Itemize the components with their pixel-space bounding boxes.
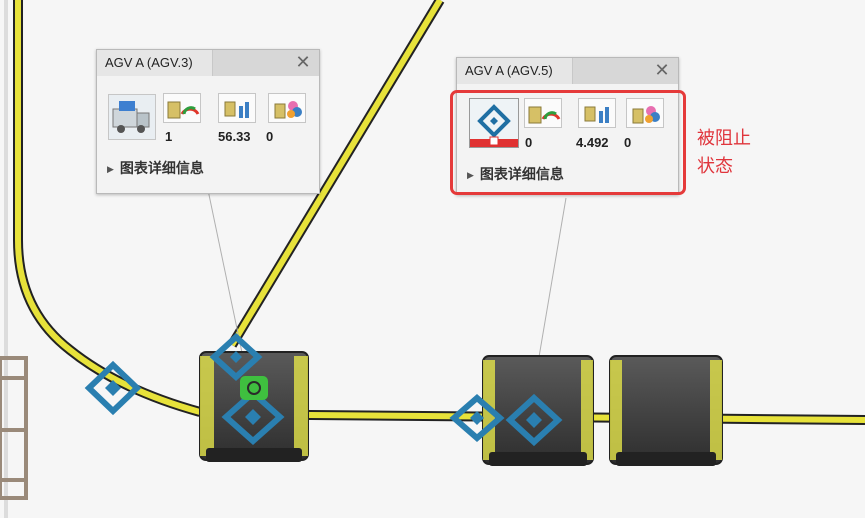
blocked-state-highlight: [450, 90, 686, 195]
details-label: 图表详细信息: [119, 160, 204, 176]
metric-value: 56.33: [218, 129, 251, 144]
factory-stats-icon[interactable]: [578, 98, 616, 128]
agv-vehicle-agv3[interactable]: [199, 351, 309, 462]
metric-value: 0: [266, 129, 274, 144]
agv-vehicle-3[interactable]: [609, 355, 723, 466]
details-label: 图表详细信息: [479, 166, 564, 182]
waypoint-marker-icon[interactable]: [221, 388, 285, 446]
station-marker-icon[interactable]: [240, 376, 268, 400]
metric-value: 4.492: [576, 135, 609, 150]
battery-gauge-icon[interactable]: [524, 98, 562, 128]
factory-stats-icon[interactable]: [218, 93, 256, 123]
chevron-right-icon: ▶: [467, 170, 474, 180]
agv-truck-icon[interactable]: [108, 94, 156, 140]
panel-title: AGV A (AGV.3): [97, 50, 213, 76]
color-flags-icon[interactable]: [268, 93, 306, 123]
waypoint-marker-icon[interactable]: [84, 360, 142, 416]
panel-header: [212, 50, 319, 76]
waypoint-marker-icon[interactable]: [449, 394, 505, 442]
metric-value: 1: [165, 129, 173, 144]
chevron-right-icon: ▶: [107, 164, 114, 174]
blocked-state-annotation: 被阻止 状态: [697, 124, 751, 180]
agv-info-panel-agv5: AGV A (AGV.5) ✕ 0 4.492: [456, 57, 679, 195]
waypoint-marker-icon[interactable]: [209, 332, 263, 382]
waypoint-marker-icon[interactable]: [505, 393, 563, 447]
close-icon[interactable]: ✕: [654, 60, 670, 80]
agv-info-panel-agv3: AGV A (AGV.3) ✕ 1 56.33: [96, 49, 320, 194]
metric-value: 0: [624, 135, 632, 150]
agv-vehicle-agv5[interactable]: [482, 355, 594, 466]
battery-gauge-icon[interactable]: [163, 93, 201, 123]
blocked-lock-icon[interactable]: [469, 98, 519, 148]
close-icon[interactable]: ✕: [295, 52, 311, 72]
chart-details-toggle[interactable]: ▶ 图表详细信息: [467, 164, 564, 184]
color-flags-icon[interactable]: [626, 98, 664, 128]
panel-title: AGV A (AGV.5): [457, 58, 573, 84]
panel-header: [572, 58, 678, 84]
chart-details-toggle[interactable]: ▶ 图表详细信息: [107, 158, 204, 178]
storage-rack: [0, 356, 28, 500]
metric-value: 0: [525, 135, 533, 150]
annotation-line-1: 被阻止: [697, 128, 751, 148]
annotation-line-2: 状态: [697, 156, 733, 176]
